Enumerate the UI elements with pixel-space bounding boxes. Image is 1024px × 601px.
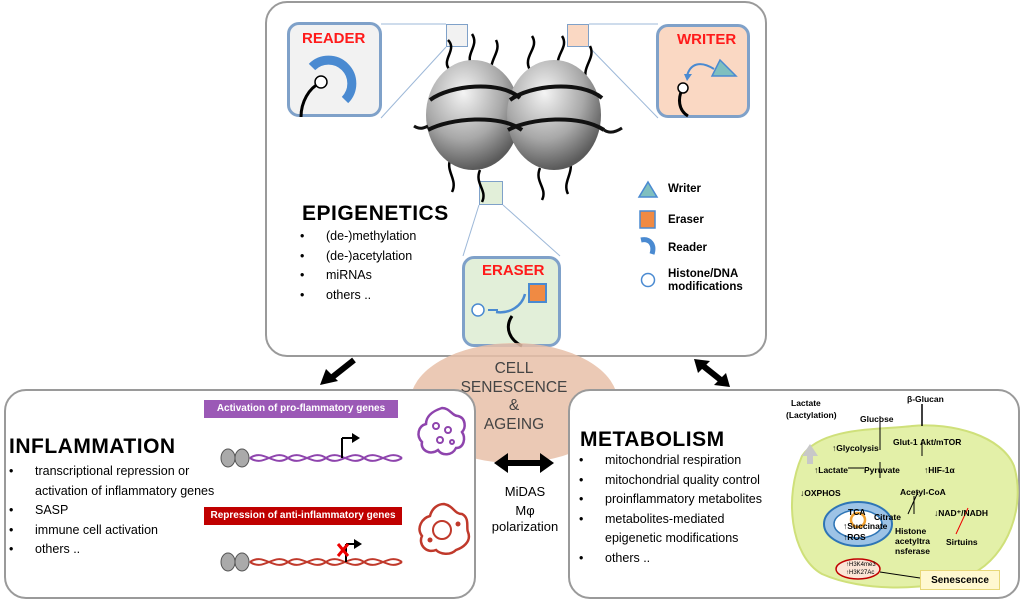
metabolism-title: METABOLISM: [580, 428, 725, 451]
writer-inset: [656, 24, 750, 118]
legend-writer-label: Writer: [668, 183, 702, 195]
legend-eraser-label: Eraser: [668, 214, 704, 226]
writer-title: WRITER: [677, 31, 737, 48]
repression-banner: Repression of anti-inflammatory genes: [204, 507, 402, 525]
succinate-label: ↑Succinate: [843, 521, 888, 531]
citrate-label: Citrate: [874, 512, 901, 522]
activation-banner: Activation of pro-flammatory genes: [204, 400, 398, 418]
list-item: miRNAs: [300, 266, 460, 286]
acetyl-coa-label: Acetyl-CoA: [900, 487, 946, 497]
arrow-epigenetics-metabolism-icon: [694, 359, 730, 387]
center-line-1: CELL: [494, 360, 534, 377]
eraser-icon: [471, 283, 547, 348]
list-item: SASP: [9, 501, 239, 521]
beta-glucan-label: β-Glucan: [907, 394, 944, 404]
senescence-box: Senescence: [920, 570, 1000, 590]
list-item: (de-)methylation: [300, 227, 460, 247]
list-item: (de-)acetylation: [300, 247, 460, 267]
oxphos-label: ↓OXPHOS: [800, 488, 841, 498]
eraser-title: ERASER: [482, 262, 545, 279]
modification-circle-icon: [640, 272, 656, 288]
writer-zoom-square: [567, 24, 589, 47]
glucose-label: Glucose: [860, 414, 894, 424]
center-line-4: AGEING: [483, 415, 545, 433]
anti-inflammatory-cell-icon: [418, 502, 471, 555]
nad-label: ↓NAD⁺/NADH: [934, 508, 989, 518]
legend-reader-label: Reader: [668, 242, 707, 254]
list-item: transcriptional repression or activation…: [9, 462, 239, 501]
mphi-label: Mφ: [515, 503, 535, 518]
epigenetics-list: (de-)methylation (de-)acetylation miRNAs…: [300, 227, 460, 305]
sirtuins-label: Sirtuins: [946, 537, 978, 547]
arrow-to-inflammation-icon: [320, 357, 356, 385]
metabolism-list: mitochondrial respiration mitochondrial …: [579, 451, 779, 568]
midas-label: MiDAS: [504, 484, 546, 499]
pro-inflammatory-cell-icon: [417, 406, 466, 456]
histone-mark-1: ↑H3K4me3: [846, 562, 876, 568]
pyruvate-label: Pyruvate: [864, 465, 900, 475]
eraser-square-icon: [639, 210, 656, 229]
reader-icon: [299, 55, 357, 118]
histone-mark-2: ↑H3K27Ac: [846, 570, 875, 576]
inflammation-list: transcriptional repression or activation…: [9, 462, 239, 560]
hat-label-1: Histone: [895, 526, 927, 536]
nucleosome-illustration: [413, 33, 623, 203]
lactate-label: Lactate: [791, 398, 821, 408]
epigenetics-title: EPIGENETICS: [302, 202, 449, 225]
glut1-label: Glut-1: [893, 437, 918, 447]
reader-arc-icon: [640, 237, 656, 255]
hif-label: ↑HIF-1α: [924, 465, 955, 475]
hat-label-2: acetyltra: [895, 536, 930, 546]
writer-icon: [677, 58, 738, 118]
list-item: others ..: [9, 540, 239, 560]
list-item: immune cell activation: [9, 521, 239, 541]
center-line-2: SENESCENCE: [460, 378, 568, 396]
list-item: others ..: [579, 549, 779, 569]
inflammation-title: INFLAMMATION: [9, 435, 176, 458]
metabolism-cell-illustration: [791, 404, 1019, 589]
pro-inflammatory-gene-illustration: [220, 433, 403, 468]
akt-label: Akt/mTOR: [920, 437, 962, 447]
writer-triangle-icon: [637, 180, 659, 198]
ros-label: ↑ROS: [843, 532, 866, 542]
list-item: others ..: [300, 286, 460, 306]
glycolysis-label: ↑Glycolysis: [832, 443, 879, 453]
anti-inflammatory-gene-illustration: [220, 539, 403, 572]
legend-modifications-label: Histone/DNA modifications: [668, 268, 743, 293]
list-item: mitochondrial quality control: [579, 471, 779, 491]
reader-zoom-square: [446, 24, 468, 47]
lactate-up-label: ↑Lactate: [814, 465, 849, 475]
list-item: metabolites-mediated epigenetic modifica…: [579, 510, 779, 549]
list-item: mitochondrial respiration: [579, 451, 779, 471]
double-arrow-icon: [494, 453, 554, 473]
list-item: proinflammatory metabolites: [579, 490, 779, 510]
hat-label-3: nsferase: [895, 546, 930, 556]
polarization-label: polarization: [491, 519, 559, 534]
center-label: CELL SENESCENCE & AGEING: [440, 360, 588, 434]
center-line-3: &: [508, 397, 520, 414]
tca-label: TCA: [848, 507, 866, 517]
lactylation-label: (Lactylation): [786, 410, 837, 420]
reader-title: READER: [302, 30, 366, 47]
